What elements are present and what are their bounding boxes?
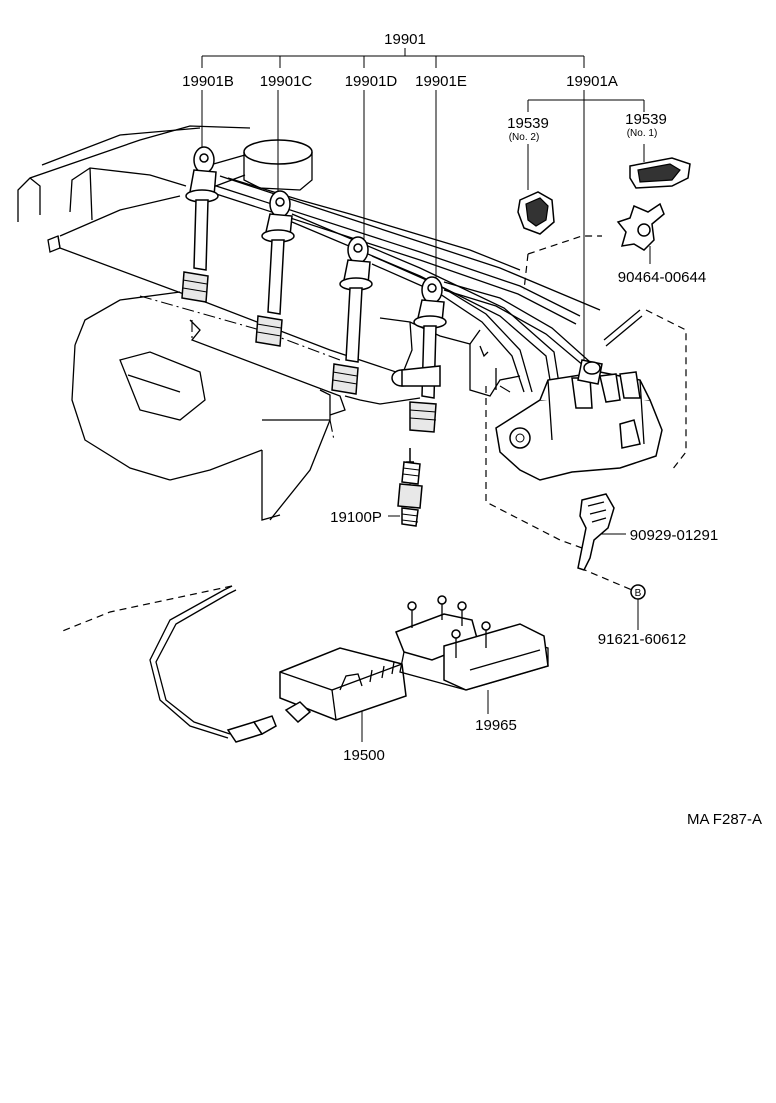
plug-wire-boot-d[interactable] [331, 236, 373, 395]
plug-wire-boot-c[interactable] [255, 190, 295, 347]
plug-wire-boot-b[interactable] [181, 146, 219, 303]
spark-plug-wires [209, 175, 601, 393]
label-clamp-no2-sub: (No. 2) [509, 132, 540, 143]
label-clamp-no2: 19539 [507, 115, 549, 132]
part-labels: 19901 19901B 19901C 19901D 19901E 19901A… [182, 31, 762, 828]
plug-wire-boot-e[interactable] [409, 276, 447, 433]
label-wire-e: 19901E [415, 73, 467, 90]
label-wire-bracket: 90929-01291 [630, 527, 718, 544]
distributor[interactable] [495, 309, 663, 481]
label-clamp-bracket: 90464-00644 [618, 269, 706, 286]
bolt-marker-label: B [635, 588, 642, 599]
label-assembly: 19901 [384, 31, 426, 48]
ignition-coil[interactable] [279, 647, 407, 724]
clamp-bracket[interactable] [616, 202, 665, 251]
label-bolt: 91621-60612 [598, 631, 686, 648]
bolt-marker: B [630, 584, 646, 600]
wire-clamp-no1[interactable] [629, 157, 691, 189]
wire-bracket[interactable] [577, 493, 615, 571]
label-wire-c: 19901C [260, 73, 313, 90]
connection-lines [59, 235, 687, 633]
coil-lead [149, 585, 277, 743]
label-wire-b: 19901B [182, 73, 234, 90]
label-spark-plug: 19100P [330, 509, 382, 526]
figure-code: MA F287-A [687, 811, 762, 828]
label-wire-d: 19901D [345, 73, 398, 90]
label-ignition-coil: 19500 [343, 747, 385, 764]
label-clamp-no1-sub: (No. 1) [627, 128, 658, 139]
wire-clamp-no2[interactable] [517, 191, 555, 235]
label-clamp-no1: 19539 [625, 111, 667, 128]
spark-plug[interactable] [397, 448, 423, 527]
coil-bracket[interactable] [395, 595, 549, 691]
plug-tip [391, 365, 441, 387]
label-wire-a: 19901A [566, 73, 618, 90]
label-coil-bracket: 19965 [475, 717, 517, 734]
